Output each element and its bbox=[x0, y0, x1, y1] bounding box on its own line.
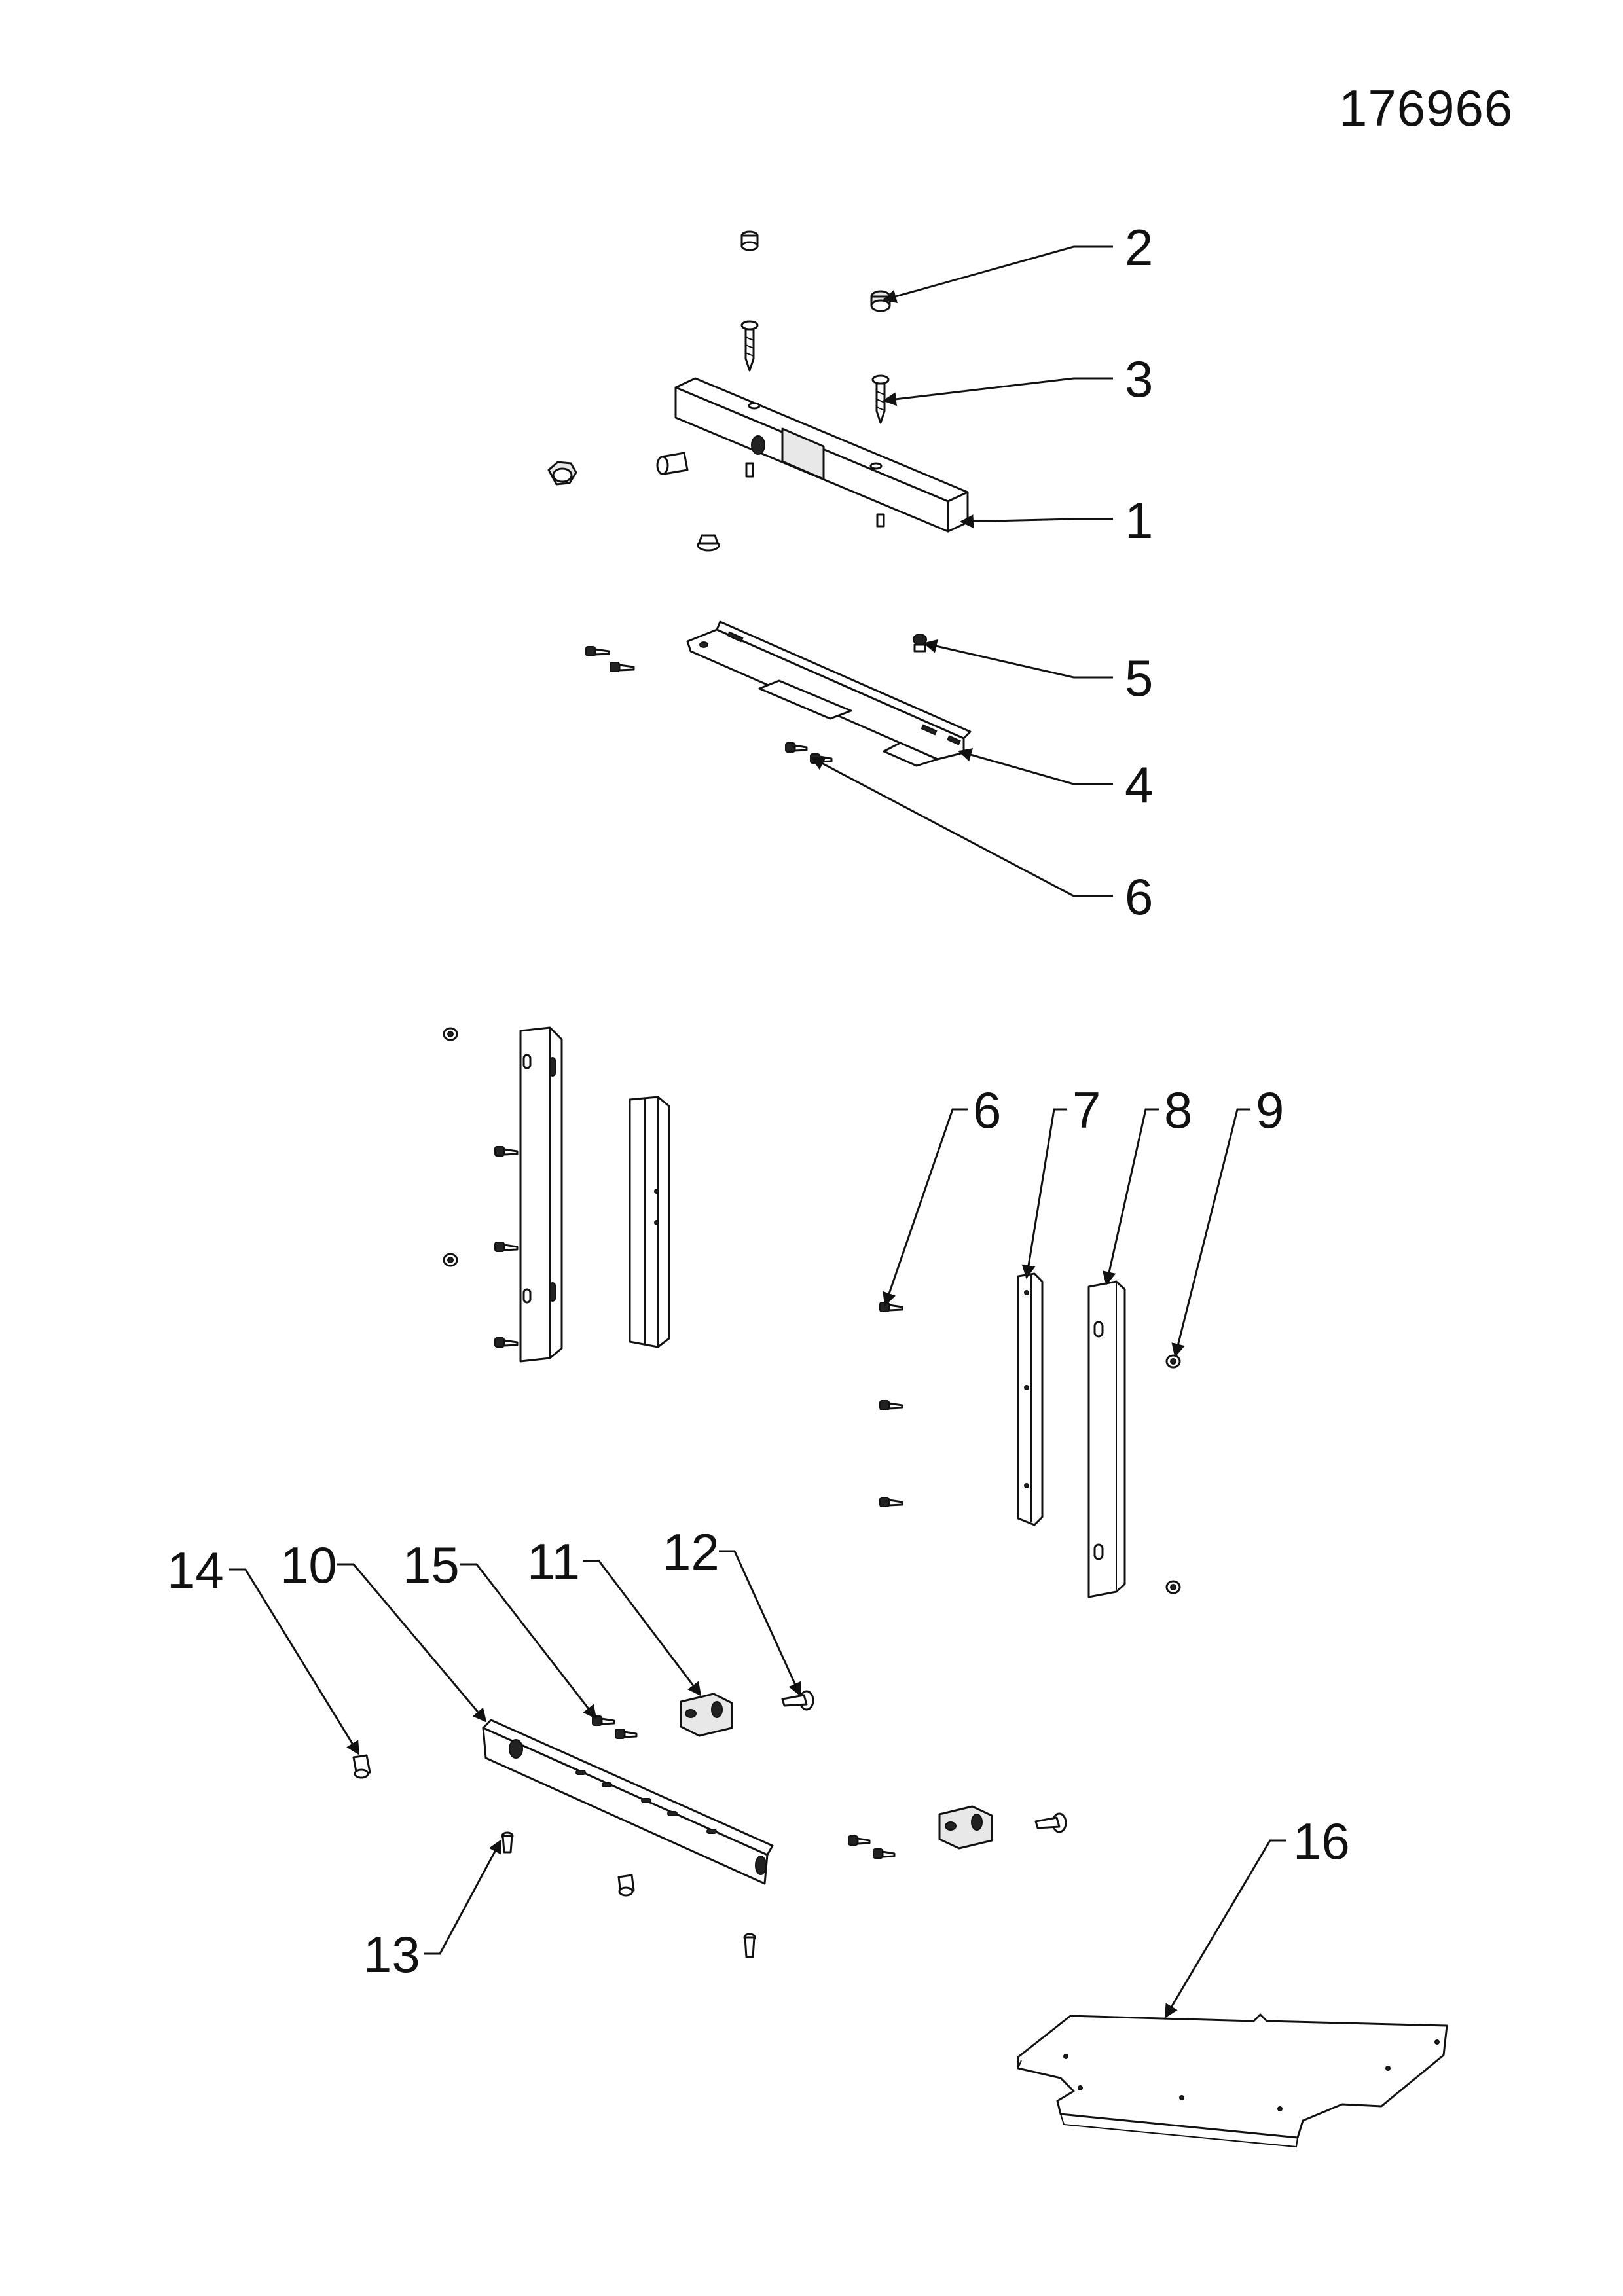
part-14-bushing bbox=[352, 1754, 371, 1779]
callout-11: 11 bbox=[527, 1533, 580, 1590]
small-nut-upper bbox=[443, 1027, 458, 1041]
pin-lower bbox=[1034, 1812, 1067, 1833]
callout-16: 16 bbox=[1293, 1812, 1350, 1870]
document-number: 176966 bbox=[1339, 79, 1514, 137]
callout-2: 2 bbox=[1125, 219, 1153, 276]
small-nut-lower bbox=[443, 1253, 458, 1267]
bushing-left bbox=[656, 452, 689, 475]
part-13-post bbox=[501, 1831, 514, 1854]
part-7-channel bbox=[1017, 1272, 1044, 1526]
callout-3: 3 bbox=[1125, 350, 1153, 408]
part-4-bracket bbox=[686, 620, 972, 767]
part-6-screws-side bbox=[879, 1302, 903, 1507]
screw-pair-left bbox=[585, 646, 635, 672]
callout-12: 12 bbox=[663, 1523, 720, 1581]
part-12-pin bbox=[781, 1690, 814, 1711]
top-screw-left bbox=[740, 320, 759, 372]
part-10-rail bbox=[482, 1719, 774, 1885]
callout-13: 13 bbox=[363, 1926, 420, 1983]
callout-8: 8 bbox=[1164, 1081, 1192, 1139]
upright-channel-left bbox=[629, 1096, 670, 1348]
bushing-lower bbox=[617, 1874, 635, 1897]
leader-lines bbox=[229, 245, 1286, 2018]
part-16-plate bbox=[1017, 2013, 1448, 2148]
part-11-clip bbox=[680, 1693, 733, 1737]
part-3-screw bbox=[871, 374, 890, 424]
callout-9: 9 bbox=[1256, 1081, 1284, 1139]
callout-10: 10 bbox=[280, 1536, 337, 1594]
callout-7: 7 bbox=[1072, 1081, 1101, 1139]
part-6-screws-top bbox=[785, 742, 833, 764]
post-lower bbox=[743, 1933, 756, 1958]
screw-set-left bbox=[494, 1146, 519, 1348]
part-8-angle bbox=[1087, 1280, 1126, 1598]
callout-5: 5 bbox=[1125, 649, 1153, 707]
small-nut-right bbox=[1165, 1580, 1181, 1594]
part-5-nut bbox=[913, 634, 927, 653]
part-1-crossbeam bbox=[674, 377, 969, 533]
callout-6-side: 6 bbox=[973, 1081, 1001, 1139]
callout-4: 4 bbox=[1125, 756, 1153, 814]
part-9-nut bbox=[1165, 1354, 1181, 1369]
callout-14: 14 bbox=[167, 1541, 224, 1599]
callout-1: 1 bbox=[1125, 492, 1153, 549]
callout-15: 15 bbox=[403, 1536, 460, 1594]
screws-pair-bottom bbox=[848, 1835, 896, 1859]
callout-numbers: 1 2 3 4 5 6 6 7 8 9 10 11 12 13 14 15 16 bbox=[167, 219, 1350, 1983]
part-2-nut bbox=[870, 290, 891, 312]
upright-angle-left bbox=[519, 1026, 563, 1363]
callout-6-top: 6 bbox=[1125, 868, 1153, 925]
hex-bolt-left bbox=[547, 461, 577, 486]
flange-nut-bottom bbox=[697, 534, 720, 552]
part-15-screws bbox=[592, 1715, 638, 1739]
clip-lower bbox=[938, 1805, 993, 1850]
top-cap-nut bbox=[740, 230, 759, 251]
